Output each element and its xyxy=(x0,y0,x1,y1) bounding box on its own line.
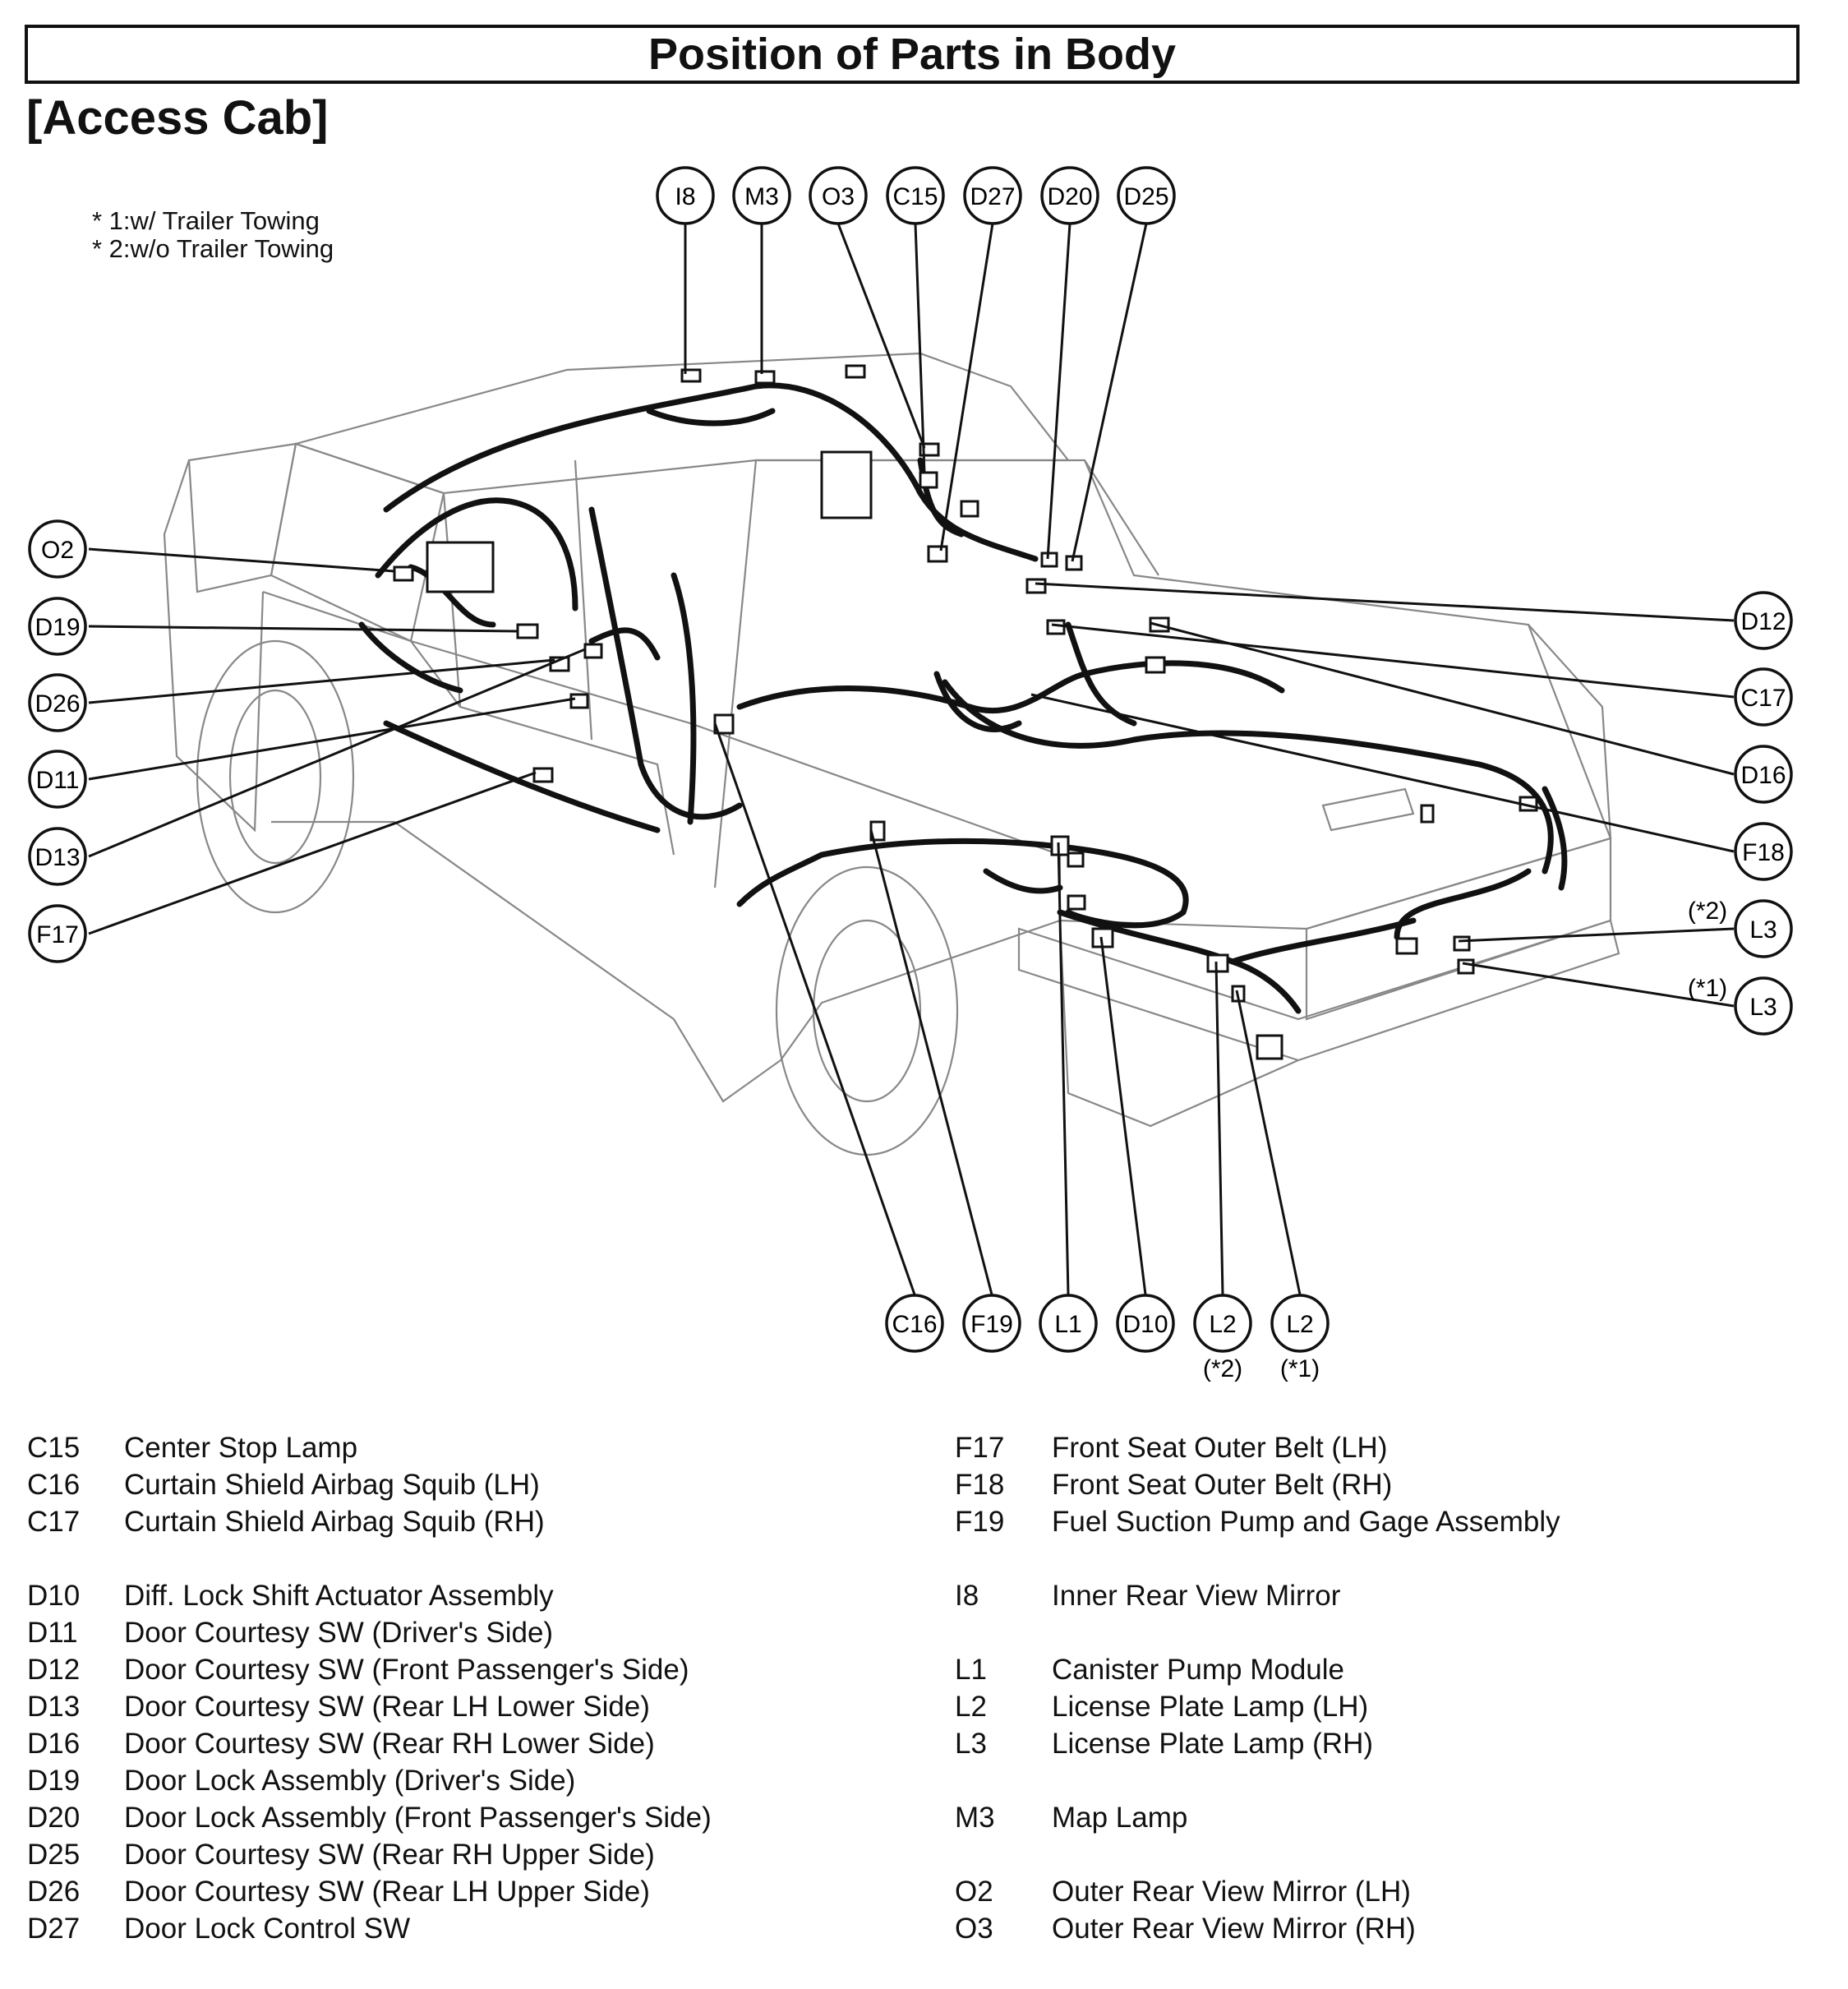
note-2: * 2:w/o Trailer Towing xyxy=(92,234,334,263)
cab-back-harness xyxy=(736,660,1285,714)
mark-star1: (*1) xyxy=(1688,975,1727,1002)
callout-D19: D19 xyxy=(28,597,87,656)
callout-F17: F17 xyxy=(28,904,87,963)
callout-label: D16 xyxy=(1740,762,1786,789)
vehicle-outline xyxy=(163,352,1620,1156)
callout-D12: D12 xyxy=(1734,591,1793,650)
callout-label: O2 xyxy=(41,537,74,564)
rear-wheel xyxy=(775,865,959,1156)
callout-label: I8 xyxy=(675,183,695,210)
callout-D16: D16 xyxy=(1734,745,1793,804)
callout-label: L1 xyxy=(1054,1311,1081,1338)
callout-label: D10 xyxy=(1122,1311,1168,1338)
callout-O3: O3 xyxy=(809,166,868,225)
callout-M3: M3 xyxy=(732,166,791,225)
roof-harness xyxy=(383,382,1039,562)
callout-bottom: C16 F19 L1 D10 L2 L2 (*2) (*1) xyxy=(885,1294,1330,1382)
truck-bed xyxy=(756,459,1612,930)
mark-star2: (*2) xyxy=(1688,898,1727,925)
floor-harness xyxy=(383,506,743,833)
front-wheel xyxy=(196,639,355,914)
mark-star1: (*1) xyxy=(1280,1355,1320,1382)
page-title: Position of Parts in Body xyxy=(647,30,1177,79)
callout-label: D20 xyxy=(1047,183,1092,210)
callout-label: D26 xyxy=(35,690,80,718)
callout-L3-a: L3 xyxy=(1734,899,1793,958)
callout-L2-a: L2 xyxy=(1193,1294,1252,1353)
callout-label: O3 xyxy=(822,183,855,210)
callout-label: C17 xyxy=(1740,685,1786,712)
callout-label: D11 xyxy=(36,767,80,794)
callout-O2: O2 xyxy=(28,519,87,579)
callout-label: M3 xyxy=(744,183,779,210)
callout-right: D12 C17 D16 F18 L3 L3 (*2) (*1) xyxy=(1688,591,1793,1036)
note-1: * 1:w/ Trailer Towing xyxy=(92,206,320,235)
windshield xyxy=(270,442,445,643)
callout-label: C15 xyxy=(892,183,938,210)
callout-top: I8 M3 O3 C15 D27 D20 D25 xyxy=(656,166,1176,225)
hood xyxy=(187,442,297,593)
leader-lines xyxy=(88,223,1735,1295)
callout-label: L2 xyxy=(1209,1311,1236,1338)
front-end xyxy=(163,459,265,833)
notes: * 1:w/ Trailer Towing * 2:w/o Trailer To… xyxy=(92,207,334,263)
callout-label: F19 xyxy=(970,1311,1013,1338)
callout-label: C16 xyxy=(892,1311,937,1338)
callouts: I8 M3 O3 C15 D27 D20 D25 O2 D19 D26 D11 … xyxy=(28,166,1793,1382)
callout-D11: D11 xyxy=(28,750,87,809)
doors xyxy=(442,459,758,888)
bumper xyxy=(1017,919,1620,1062)
callout-D27: D27 xyxy=(963,166,1022,225)
callout-label: F18 xyxy=(1742,839,1785,866)
vehicle-diagram: I8 M3 O3 C15 D27 D20 D25 O2 D19 D26 D11 … xyxy=(28,166,1793,1382)
dash-harness xyxy=(375,497,578,611)
callout-L1: L1 xyxy=(1039,1294,1098,1353)
callout-C15: C15 xyxy=(886,166,945,225)
callout-label: D27 xyxy=(970,183,1015,210)
callout-label: D13 xyxy=(35,844,80,871)
connectors xyxy=(393,364,1538,1060)
cab-roof xyxy=(293,352,1071,495)
callout-C17: C17 xyxy=(1734,667,1793,727)
callout-label: L3 xyxy=(1749,916,1777,944)
callout-label: D25 xyxy=(1123,183,1168,210)
page-subtitle: [Access Cab] xyxy=(26,91,329,145)
callout-D13: D13 xyxy=(28,827,87,886)
mark-star2: (*2) xyxy=(1203,1355,1242,1382)
callout-label: D19 xyxy=(35,614,80,641)
callout-F18: F18 xyxy=(1734,822,1793,881)
callout-label: D12 xyxy=(1740,608,1786,635)
callout-L3-b: L3 xyxy=(1734,976,1793,1036)
callout-F19: F19 xyxy=(962,1294,1021,1353)
callout-left: O2 D19 D26 D11 D13 F17 xyxy=(28,519,87,963)
callout-D26: D26 xyxy=(28,673,87,732)
callout-L2-b: L2 xyxy=(1270,1294,1330,1353)
callout-D25: D25 xyxy=(1117,166,1176,225)
callout-D20: D20 xyxy=(1040,166,1099,225)
side-body xyxy=(262,590,1062,1103)
callout-label: L2 xyxy=(1286,1311,1313,1338)
title-box: Position of Parts in Body xyxy=(25,25,1800,84)
rear-harness xyxy=(818,838,1189,929)
callout-C16: C16 xyxy=(885,1294,944,1353)
callout-I8: I8 xyxy=(656,166,715,225)
wire-harness xyxy=(358,382,1568,1014)
callout-D10: D10 xyxy=(1116,1294,1175,1353)
callout-label: L3 xyxy=(1749,994,1777,1021)
callout-label: F17 xyxy=(36,921,79,948)
